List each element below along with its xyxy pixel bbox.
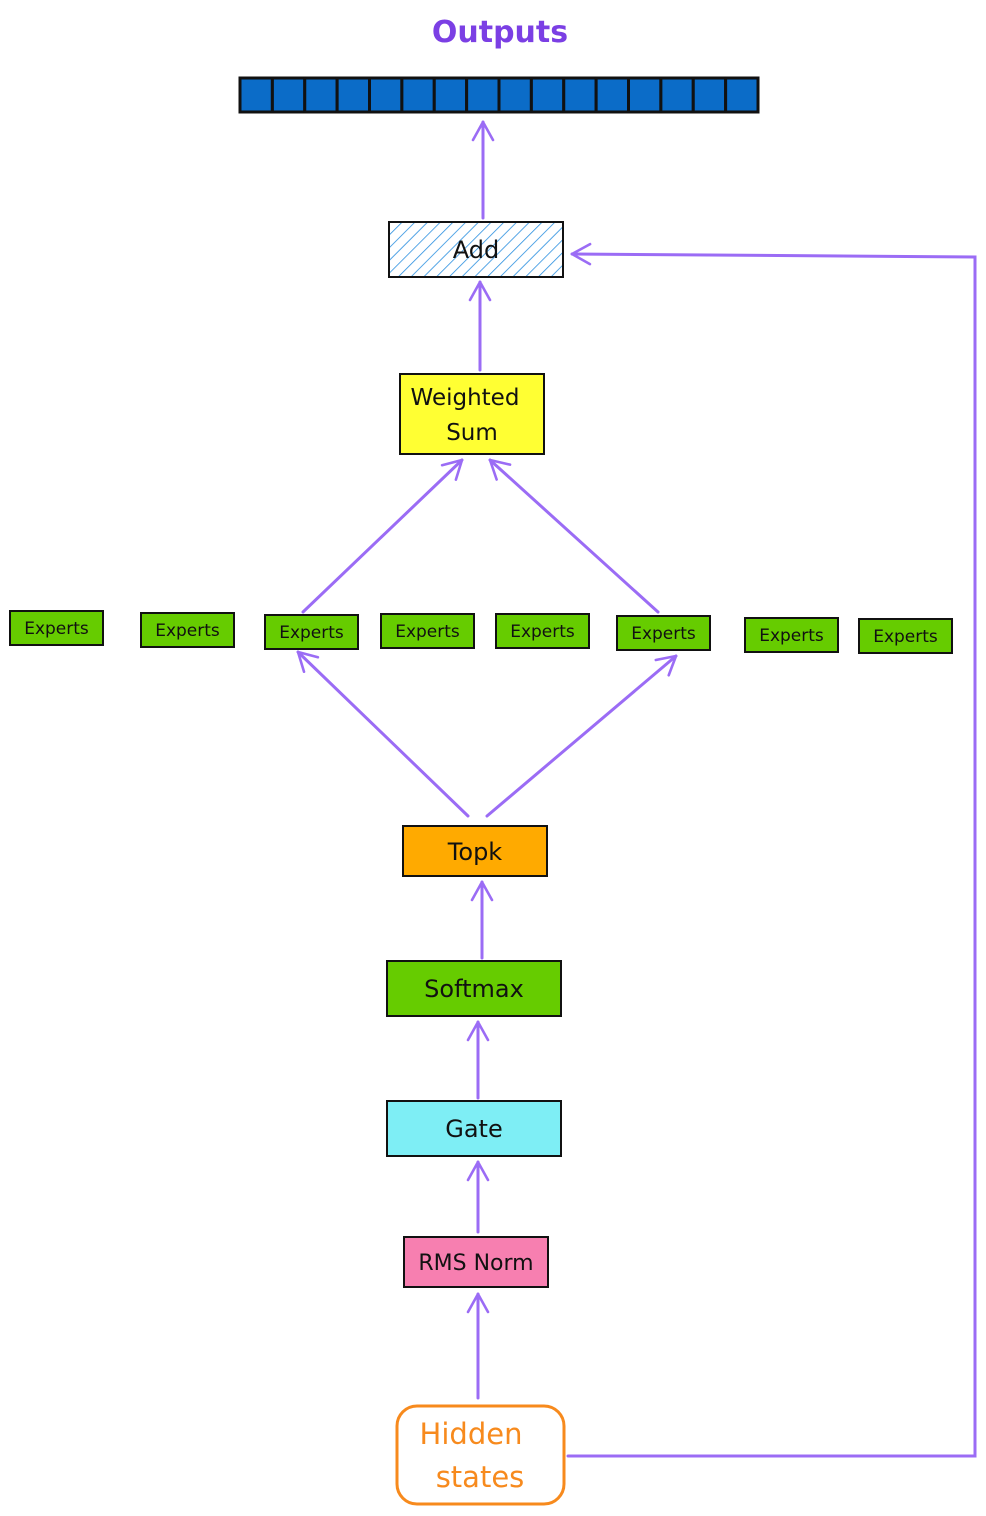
- output-cell: [724, 76, 760, 114]
- expert-box: Experts: [264, 614, 359, 650]
- topk-node: Topk: [402, 825, 548, 877]
- expert-label: Experts: [631, 624, 696, 644]
- expert-box: Experts: [744, 617, 839, 653]
- expert-label: Experts: [24, 619, 89, 639]
- output-cell: [335, 76, 372, 114]
- output-cell: [594, 76, 631, 114]
- gate-label: Gate: [445, 1115, 502, 1143]
- output-vector: [238, 76, 760, 114]
- arrow-topk-to-expert3: [296, 650, 470, 818]
- weighted-sum-label-line1: Weighted: [411, 385, 520, 411]
- weighted-sum-node: Weighted Sum: [399, 373, 545, 455]
- arrows: [296, 120, 977, 1458]
- output-cell: [303, 76, 339, 114]
- softmax-node: Softmax: [386, 960, 562, 1017]
- expert-box: Experts: [858, 618, 953, 654]
- output-cell: [270, 76, 307, 114]
- output-cell: [562, 76, 598, 114]
- expert-box: Experts: [380, 613, 475, 649]
- output-cell: [432, 76, 469, 114]
- arrow-expert3-to-weighted-sum: [301, 458, 464, 614]
- expert-box: Experts: [9, 610, 104, 646]
- output-cell: [400, 76, 436, 114]
- rms-norm-label: RMS Norm: [418, 1251, 533, 1276]
- output-cell: [627, 76, 663, 114]
- output-cell: [659, 76, 695, 114]
- weighted-sum-label-line2: Sum: [446, 420, 498, 446]
- output-cell: [529, 76, 566, 114]
- add-node: Add: [388, 221, 564, 278]
- arrow-expert6-to-weighted-sum: [488, 458, 660, 614]
- output-cell: [691, 76, 728, 114]
- arrow-topk-to-expert6: [485, 654, 678, 818]
- expert-label: Experts: [155, 621, 220, 641]
- expert-label: Experts: [279, 623, 344, 643]
- output-cell: [465, 76, 501, 114]
- expert-label: Experts: [873, 627, 938, 647]
- expert-label: Experts: [759, 626, 824, 646]
- hidden-states-label-line1: Hidden: [420, 1417, 523, 1451]
- gate-node: Gate: [386, 1100, 562, 1157]
- expert-box: Experts: [495, 613, 590, 649]
- rms-norm-node: RMS Norm: [403, 1236, 549, 1288]
- add-label: Add: [453, 236, 499, 264]
- expert-box: Experts: [616, 615, 711, 651]
- hidden-states-node: Hidden states: [395, 1404, 566, 1506]
- softmax-label: Softmax: [424, 975, 524, 1003]
- expert-label: Experts: [510, 622, 575, 642]
- arrow-residual-hidden-states-to-add: [566, 242, 977, 1458]
- hidden-states-label-line2: states: [436, 1460, 525, 1494]
- experts-row: Experts Experts Experts Experts Experts Exper…: [9, 610, 953, 654]
- output-cell: [497, 76, 533, 114]
- output-cell: [368, 76, 404, 114]
- expert-box: Experts: [140, 612, 235, 648]
- outputs-title: Outputs: [432, 15, 568, 50]
- output-cell: [238, 76, 274, 114]
- topk-label: Topk: [447, 838, 503, 866]
- expert-label: Experts: [395, 622, 460, 642]
